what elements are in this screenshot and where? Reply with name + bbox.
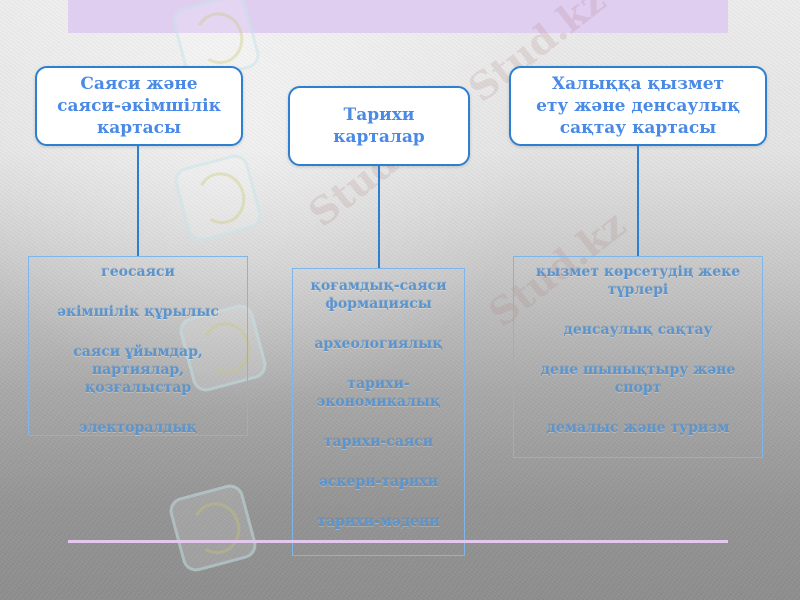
list-item: қызмет көрсетудің жеке түрлері — [535, 264, 741, 298]
connector-line — [137, 146, 139, 256]
list-item: демалыс және туризм — [546, 420, 730, 436]
header-public-service-maps: Халыққа қызмет ету және денсаулық сақтау… — [509, 66, 767, 146]
detail-box-political-maps: геосаяси әкімшілік құрылыс саяси ұйымдар… — [28, 256, 248, 436]
header-political-maps-label: Саяси және саяси-әкімшілік картасы — [57, 74, 221, 138]
list-item: тарихи- экономикалық — [316, 376, 441, 410]
list-item: әкімшілік құрылыс — [57, 304, 219, 320]
list-item: дене шынықтыру және спорт — [540, 362, 736, 396]
header-historical-maps-label: Тарихи карталар — [333, 105, 425, 147]
list-item: қоғамдық-саяси формациясы — [310, 278, 447, 312]
hummingbird-logo-icon — [171, 151, 265, 245]
connector-line — [378, 166, 380, 268]
detail-box-public-service-maps: қызмет көрсетудің жеке түрлері денсаулық… — [513, 256, 763, 458]
list-item: әскери-тарихи — [318, 474, 439, 490]
list-item: тарихи-мәдени — [317, 514, 440, 530]
detail-box-historical-maps: қоғамдық-саяси формациясы археологиялық … — [292, 268, 465, 556]
header-public-service-maps-label: Халыққа қызмет ету және денсаулық сақтау… — [536, 74, 740, 138]
list-item: электоралдық — [79, 420, 197, 436]
title-band — [68, 0, 728, 33]
connector-line — [637, 146, 639, 256]
list-item: геосаяси — [101, 264, 175, 280]
bottom-divider — [68, 540, 728, 543]
hummingbird-logo-icon — [166, 481, 260, 575]
list-item: денсаулық сақтау — [563, 322, 713, 338]
header-historical-maps: Тарихи карталар — [288, 86, 470, 166]
list-item: археологиялық — [314, 336, 443, 352]
list-item: саяси ұйымдар, партиялар, қозғалыстар — [73, 344, 203, 396]
list-item: тарихи-саяси — [323, 434, 434, 450]
header-political-maps: Саяси және саяси-әкімшілік картасы — [35, 66, 243, 146]
